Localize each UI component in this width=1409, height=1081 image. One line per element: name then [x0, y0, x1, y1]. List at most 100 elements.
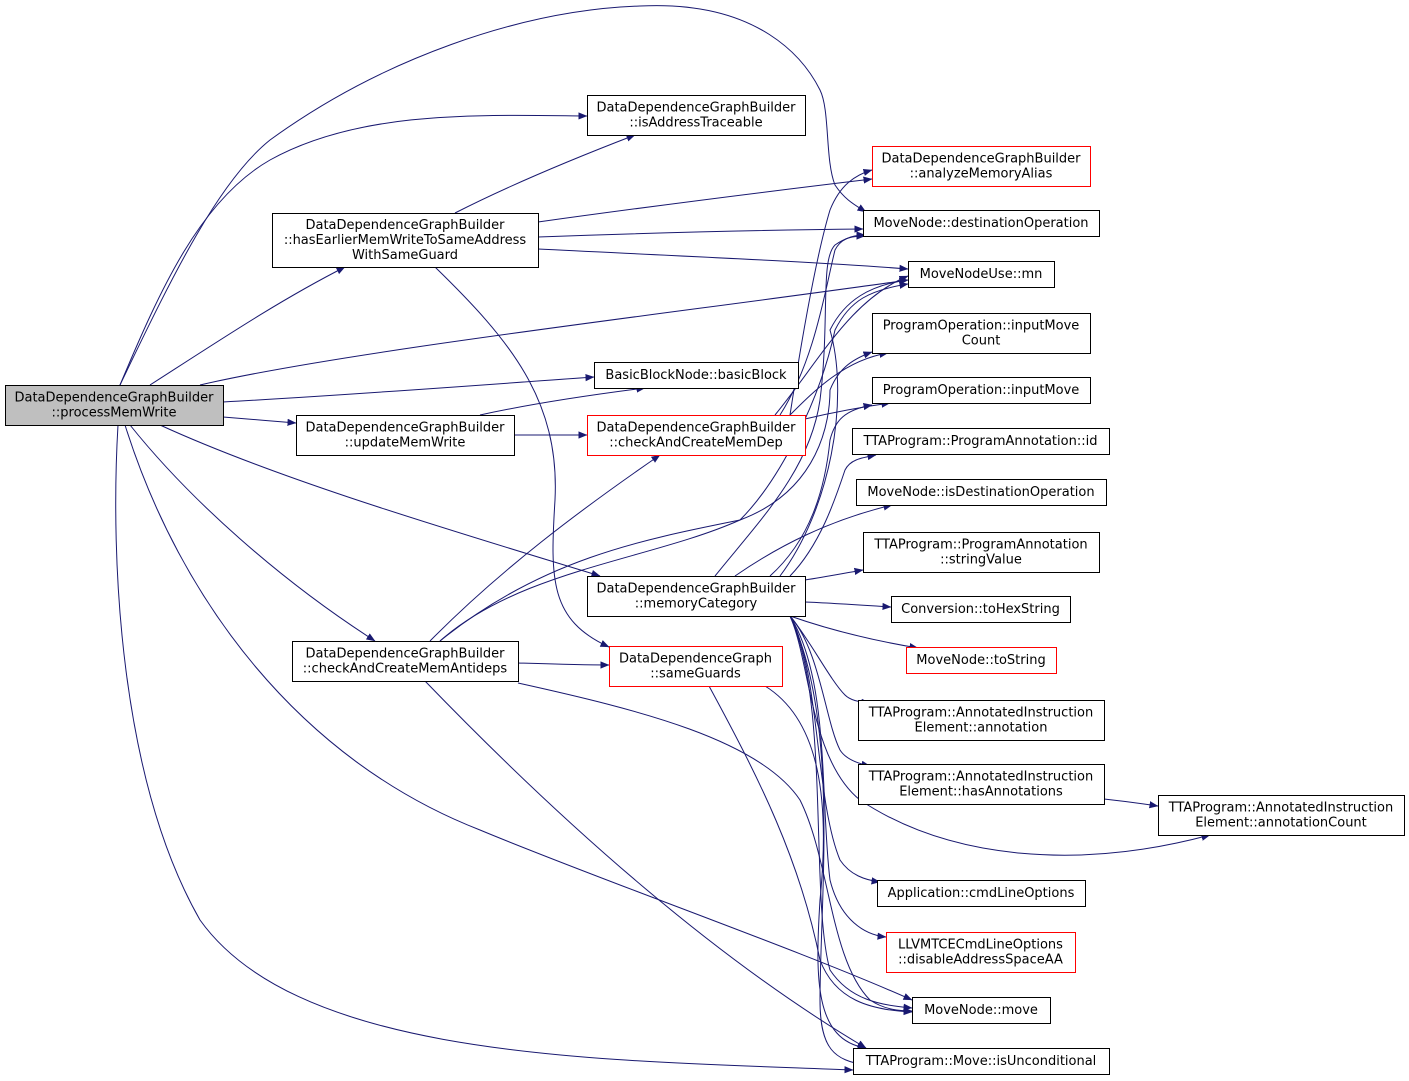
edge-memory-category-to-string-value: [804, 567, 864, 581]
node-annotation[interactable]: TTAProgram::AnnotatedInstructionElement:…: [858, 700, 1105, 741]
edge-process-mem-write-to-check-and-create-mem-antideps: [129, 424, 376, 642]
edge-process-mem-write-to-is-address-traceable: [119, 112, 588, 386]
node-label: DataDependenceGraphBuilder: [305, 421, 505, 436]
node-label: ::disableAddressSpaceAA: [898, 953, 1063, 968]
node-box: [863, 210, 1100, 237]
node-check-and-create-mem-antideps[interactable]: DataDependenceGraphBuilder::checkAndCrea…: [292, 641, 519, 682]
edge-has-earlier-mem-write-to-analyze-memory-alias: [537, 176, 873, 223]
edge-update-mem-write-to-basic-block: [479, 385, 646, 416]
node-label: MoveNode::destinationOperation: [873, 216, 1088, 231]
edge-same-guards-to-move: [708, 685, 913, 1016]
node-label: ::checkAndCreateMemAntideps: [303, 662, 508, 677]
edge-memory-category-to-to-hex-string: [804, 601, 892, 611]
node-disable-address-space-aa[interactable]: LLVMTCECmdLineOptions::disableAddressSpa…: [886, 932, 1076, 973]
edge-process-mem-write-to-move: [124, 424, 913, 1001]
node-destination-operation[interactable]: MoveNode::destinationOperation: [863, 210, 1100, 237]
edge-memory-category-to-to-string: [789, 615, 919, 651]
node-is-address-traceable[interactable]: DataDependenceGraphBuilder::isAddressTra…: [587, 95, 806, 136]
node-is-destination-operation[interactable]: MoveNode::isDestinationOperation: [856, 479, 1107, 506]
node-label: DataDependenceGraphBuilder: [596, 582, 796, 597]
node-box: [872, 313, 1091, 354]
node-box: [609, 646, 783, 687]
edge-process-mem-write-to-basic-block: [222, 374, 595, 403]
node-box: [587, 95, 806, 136]
node-label: DataDependenceGraphBuilder: [596, 421, 796, 436]
node-label: ::hasEarlierMemWriteToSameAddress: [284, 233, 527, 248]
node-label: DataDependenceGraphBuilder: [881, 152, 1081, 167]
node-label: BasicBlockNode::basicBlock: [605, 368, 787, 383]
node-input-move[interactable]: ProgramOperation::inputMove: [872, 377, 1091, 404]
node-label: ::sameGuards: [650, 667, 741, 682]
node-box: [852, 428, 1110, 455]
node-has-annotations[interactable]: TTAProgram::AnnotatedInstructionElement:…: [858, 764, 1105, 805]
node-label: TTAProgram::AnnotatedInstruction: [1168, 801, 1393, 816]
node-label: MoveNode::toString: [916, 653, 1045, 668]
node-label: ProgramOperation::inputMove: [883, 383, 1080, 398]
node-box: [886, 932, 1076, 973]
node-box: [858, 700, 1105, 741]
edge-check-and-create-mem-antideps-to-same-guards: [517, 661, 610, 669]
edge-memory-category-to-disable-address-space-aa: [789, 615, 887, 940]
node-label: TTAProgram::ProgramAnnotation::id: [863, 434, 1098, 449]
edge-check-and-create-mem-antideps-to-mn: [439, 281, 909, 642]
edge-memory-category-to-annotation-count: [789, 615, 1211, 856]
edge-has-earlier-mem-write-to-same-guards: [434, 266, 610, 648]
node-label: DataDependenceGraphBuilder: [14, 391, 214, 406]
node-box: [853, 1048, 1110, 1075]
node-to-hex-string[interactable]: Conversion::toHexString: [891, 596, 1071, 623]
node-is-unconditional[interactable]: TTAProgram::Move::isUnconditional: [853, 1048, 1110, 1075]
node-annotation-count[interactable]: TTAProgram::AnnotatedInstructionElement:…: [1158, 795, 1405, 836]
edge-same-guards-to-is-unconditional: [764, 685, 867, 1051]
node-label: ::analyzeMemoryAlias: [910, 167, 1053, 182]
node-label: ::checkAndCreateMemDep: [609, 436, 783, 451]
node-to-string[interactable]: MoveNode::toString: [906, 647, 1057, 674]
node-label: Element::annotation: [915, 721, 1048, 736]
node-check-and-create-mem-dep[interactable]: DataDependenceGraphBuilder::checkAndCrea…: [587, 415, 806, 456]
edge-check-and-create-mem-antideps-to-check-and-create-mem-dep: [429, 454, 661, 642]
node-process-mem-write[interactable]: DataDependenceGraphBuilder::processMemWr…: [5, 385, 224, 426]
edge-check-and-create-mem-dep-to-mn: [774, 275, 909, 416]
node-label: TTAProgram::ProgramAnnotation: [873, 538, 1087, 553]
node-box: [891, 596, 1071, 623]
edge-process-mem-write-to-is-unconditional: [115, 424, 854, 1074]
node-basic-block[interactable]: BasicBlockNode::basicBlock: [594, 362, 799, 389]
edge-has-earlier-mem-write-to-destination-operation: [537, 225, 864, 238]
node-same-guards[interactable]: DataDependenceGraph::sameGuards: [609, 646, 783, 687]
node-mn[interactable]: MoveNodeUse::mn: [908, 261, 1055, 288]
node-move[interactable]: MoveNode::move: [912, 997, 1051, 1024]
node-has-earlier-mem-write[interactable]: DataDependenceGraphBuilder::hasEarlierMe…: [272, 213, 539, 268]
nodes: DataDependenceGraphBuilder::processMemWr…: [5, 95, 1405, 1075]
node-box: [906, 647, 1057, 674]
edge-check-and-create-mem-dep-to-input-move: [804, 400, 891, 420]
node-label: TTAProgram::AnnotatedInstruction: [868, 706, 1093, 721]
node-box: [594, 362, 799, 389]
node-analyze-memory-alias[interactable]: DataDependenceGraphBuilder::analyzeMemor…: [872, 146, 1091, 187]
node-box: [877, 880, 1086, 907]
edge-check-and-create-mem-dep-to-input-move-count: [789, 350, 889, 416]
node-update-mem-write[interactable]: DataDependenceGraphBuilder::updateMemWri…: [296, 415, 515, 456]
edge-check-and-create-mem-antideps-to-is-unconditional: [424, 680, 867, 1049]
node-string-value[interactable]: TTAProgram::ProgramAnnotation::stringVal…: [863, 532, 1100, 573]
node-box: [1158, 795, 1405, 836]
node-box: [587, 576, 806, 617]
edge-process-mem-write-to-memory-category: [159, 424, 601, 577]
node-annotation-id[interactable]: TTAProgram::ProgramAnnotation::id: [852, 428, 1110, 455]
edges: [115, 5, 1211, 1074]
edge-process-mem-write-to-has-earlier-mem-write: [149, 266, 346, 386]
node-label: TTAProgram::Move::isUnconditional: [865, 1054, 1097, 1069]
edge-memory-category-to-input-move: [769, 403, 873, 577]
node-box: [272, 213, 539, 268]
edge-process-mem-write-to-update-mem-write: [222, 416, 297, 426]
node-label: ProgramOperation::inputMove: [883, 319, 1080, 334]
node-cmd-line-options[interactable]: Application::cmdLineOptions: [877, 880, 1086, 907]
node-label: MoveNode::isDestinationOperation: [867, 485, 1094, 500]
node-label: Element::annotationCount: [1195, 816, 1367, 831]
node-label: WithSameGuard: [352, 248, 458, 263]
node-label: ::stringValue: [940, 553, 1022, 568]
node-memory-category[interactable]: DataDependenceGraphBuilder::memoryCatego…: [587, 576, 806, 617]
edge-memory-category-to-has-annotations: [789, 615, 871, 768]
edge-memory-category-to-input-move-count: [439, 351, 873, 642]
edge-memory-category-to-is-destination-operation: [734, 503, 893, 577]
